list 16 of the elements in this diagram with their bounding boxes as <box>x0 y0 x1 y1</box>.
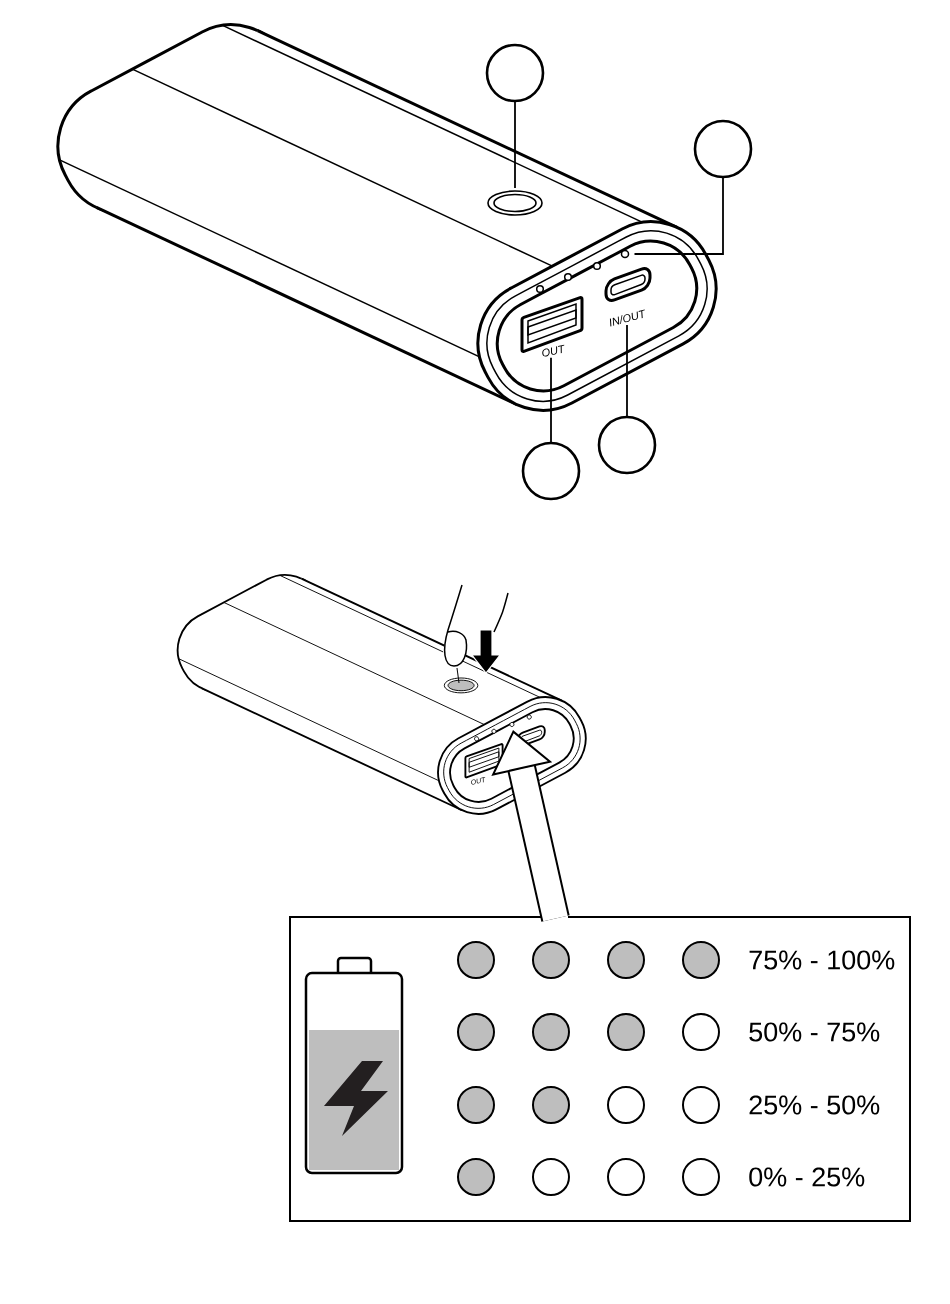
leader-line <box>626 324 628 418</box>
callout-circle <box>485 43 545 103</box>
charge-level-text: 25% - 50% <box>749 1095 880 1115</box>
power-button <box>487 190 543 216</box>
leader-line <box>514 100 516 189</box>
charge-level-text: 50% - 75% <box>749 1022 880 1042</box>
port-label: OUT <box>542 344 565 357</box>
charge-level-text: 0% - 25% <box>749 1167 865 1187</box>
charge-level-text: 75% - 100% <box>749 950 895 970</box>
callout-circle <box>521 441 581 501</box>
port-label: IN/OUT <box>609 309 645 327</box>
callout-circle <box>597 415 657 475</box>
callout-circle <box>693 119 753 179</box>
led-indicator <box>620 249 630 259</box>
block-arrow <box>491 730 570 922</box>
leader-line <box>550 356 552 444</box>
